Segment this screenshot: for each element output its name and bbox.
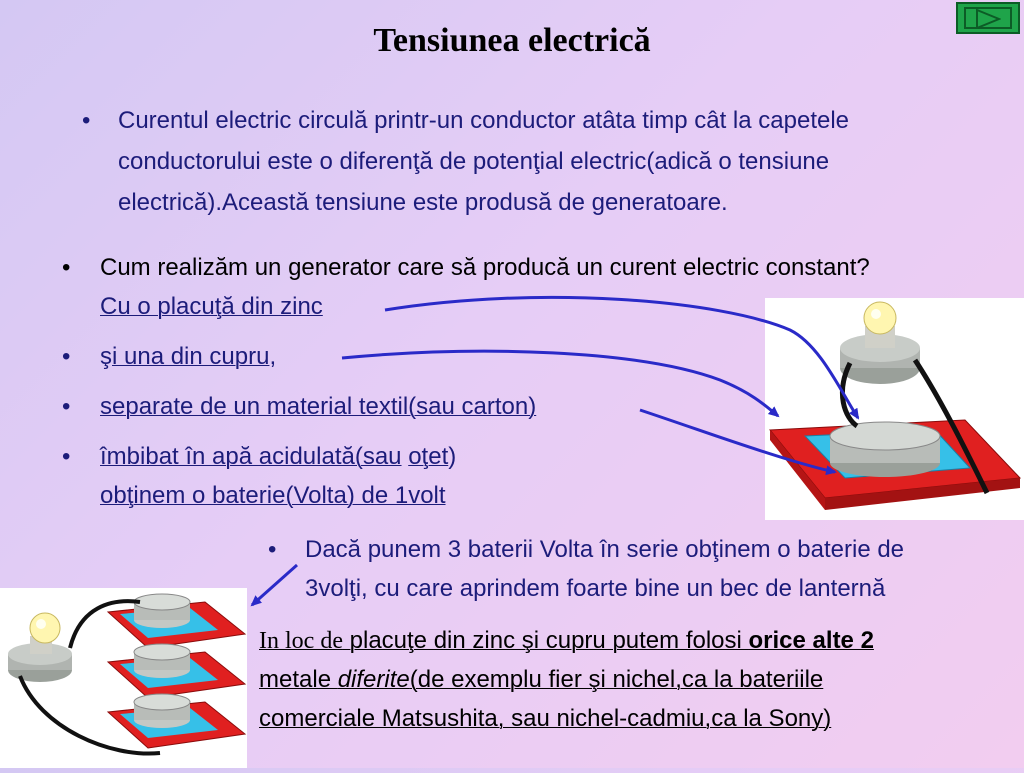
copper-item: şi una din cupru, bbox=[100, 343, 277, 370]
bullet: • bbox=[268, 536, 277, 563]
intro-line-3: electrică).Această tensiune este produsă… bbox=[118, 189, 728, 216]
next-slide-button[interactable] bbox=[956, 2, 1020, 34]
note-line-2[interactable]: metale diferite(de exemplu fier şi niche… bbox=[259, 666, 824, 693]
page-title: Tensiunea electrică bbox=[373, 22, 651, 59]
volta-cell-with-bulb-image bbox=[765, 298, 1024, 520]
bullet: • bbox=[62, 443, 71, 470]
series-line-1: Dacă punem 3 baterii Volta în serie obţi… bbox=[305, 536, 905, 563]
note-line-3[interactable]: comerciale Matsushita, sau nichel-cadmiu… bbox=[259, 705, 832, 732]
series-line-2: 3volţi, cu care aprindem foarte bine un … bbox=[305, 575, 886, 602]
bullet: • bbox=[62, 254, 71, 281]
question-text: Cum realizăm un generator care să produc… bbox=[100, 254, 870, 281]
soaked-item[interactable]: îmbibat în apă acidulată(sau oţet) bbox=[100, 443, 457, 470]
zinc-link[interactable]: Cu o placuţă din zinc bbox=[100, 293, 323, 320]
copper-link[interactable]: i una din cupru bbox=[112, 343, 270, 370]
play-next-icon bbox=[976, 9, 1001, 29]
bullet: • bbox=[62, 393, 71, 420]
bullet: • bbox=[62, 343, 71, 370]
bullet: • bbox=[82, 107, 91, 134]
note-line-1[interactable]: In loc de placuţe din zinc şi cupru pute… bbox=[259, 627, 874, 654]
intro-line-2: conductorului este o diferenţă de potenţ… bbox=[118, 148, 830, 175]
result-link[interactable]: obţinem o baterie(Volta) de 1volt bbox=[100, 482, 446, 509]
separate-link[interactable]: separate de un material textil(sau carto… bbox=[100, 393, 537, 420]
volta-stack-with-bulb-image bbox=[0, 588, 247, 768]
intro-line-1: Curentul electric circulă printr-un cond… bbox=[118, 107, 850, 134]
